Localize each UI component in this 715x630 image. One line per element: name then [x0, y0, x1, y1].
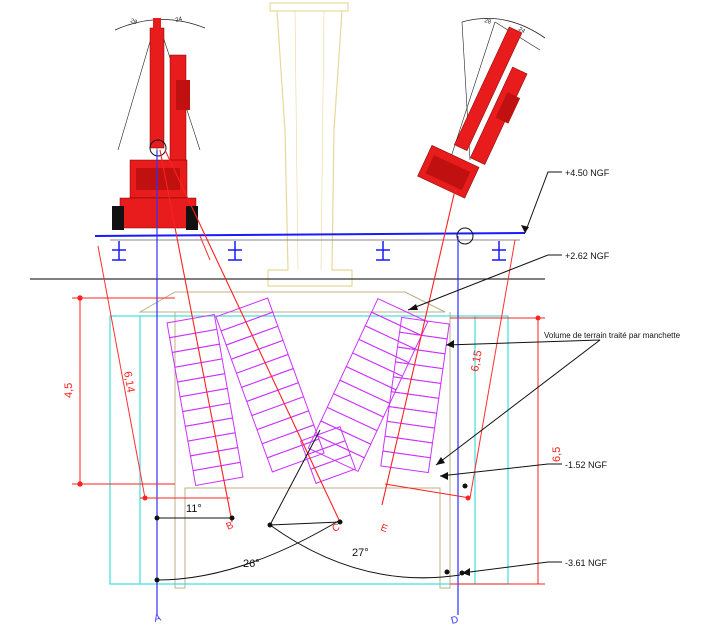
- point-label-a: A: [153, 612, 163, 624]
- deck: [94, 232, 526, 261]
- right-drilling-rig: 28 24: [417, 18, 546, 245]
- level-label-top: +4.50 NGF: [565, 168, 610, 178]
- dimension-label-right-diagonal: 6,15: [469, 349, 485, 372]
- level-leaders: [407, 171, 601, 574]
- grout-column-stack: [299, 426, 357, 484]
- grout-segment: [192, 461, 244, 486]
- vertical-drill-lines: [156, 150, 459, 615]
- bridge-pier: [267, 2, 353, 287]
- dimension-left: [72, 295, 230, 501]
- grout-segment: [339, 365, 397, 405]
- left-drilling-rig: 28 24: [112, 16, 206, 230]
- inclined-drill-lines: [159, 149, 456, 523]
- grout-segment: [230, 339, 289, 374]
- level-arrows: [408, 225, 529, 576]
- level-label-ground: +2.62 NGF: [565, 251, 610, 261]
- grout-column-stack: [215, 297, 325, 473]
- deck-beams: [112, 241, 506, 261]
- grout-segment: [215, 297, 274, 332]
- foundation-outline: [138, 291, 451, 589]
- grout-segment: [351, 338, 410, 377]
- grout-segment: [266, 438, 325, 473]
- rig-angle-label: 28: [483, 18, 492, 26]
- angle-label-26: 26°: [243, 558, 260, 570]
- rig-angle-label: 28: [129, 18, 138, 26]
- grout-segment: [320, 406, 378, 445]
- level-label-mid: -1.52 NGF: [565, 460, 608, 470]
- grout-column-stack: [380, 316, 450, 474]
- grout-segment: [307, 433, 366, 473]
- angle-label-11: 11°: [186, 503, 202, 515]
- grout-segment: [313, 420, 372, 459]
- dimension-label-left: 4,5: [63, 383, 75, 398]
- grout-columns: [166, 297, 450, 486]
- dimension-right: [384, 315, 545, 585]
- excavation-outline: [109, 315, 509, 585]
- grout-column-stack: [307, 297, 429, 473]
- point-label-b: B: [225, 520, 236, 533]
- grout-segment: [225, 325, 284, 360]
- point-label-e: E: [379, 522, 389, 535]
- grout-segment: [380, 450, 431, 474]
- angle-label-27: 27°: [352, 547, 369, 559]
- grout-segment: [326, 393, 385, 432]
- grout-column-stack: [166, 314, 244, 486]
- grout-segment: [235, 353, 294, 388]
- grout-segment: [332, 379, 391, 418]
- rig-angle-label: 24: [175, 16, 184, 24]
- point-label-d: D: [450, 614, 460, 626]
- grout-segment: [358, 325, 416, 364]
- dimension-label-right: 6,5: [551, 447, 563, 462]
- rig-angle-label: 24: [517, 27, 526, 36]
- grout-segment: [246, 382, 305, 417]
- grout-segment: [364, 311, 423, 350]
- grout-segment: [310, 454, 357, 484]
- deck-reference-lines: [97, 235, 516, 499]
- dimension-label-left-diagonal: 6,14: [121, 370, 137, 393]
- angle-arcs: [156, 429, 461, 581]
- point-label-c: C: [331, 522, 342, 535]
- angle-points: [154, 483, 468, 583]
- volume-annotation: Volume de terrain traité par manchette: [544, 331, 681, 340]
- level-label-bottom: -3.61 NGF: [565, 558, 608, 568]
- grout-segment: [251, 396, 310, 431]
